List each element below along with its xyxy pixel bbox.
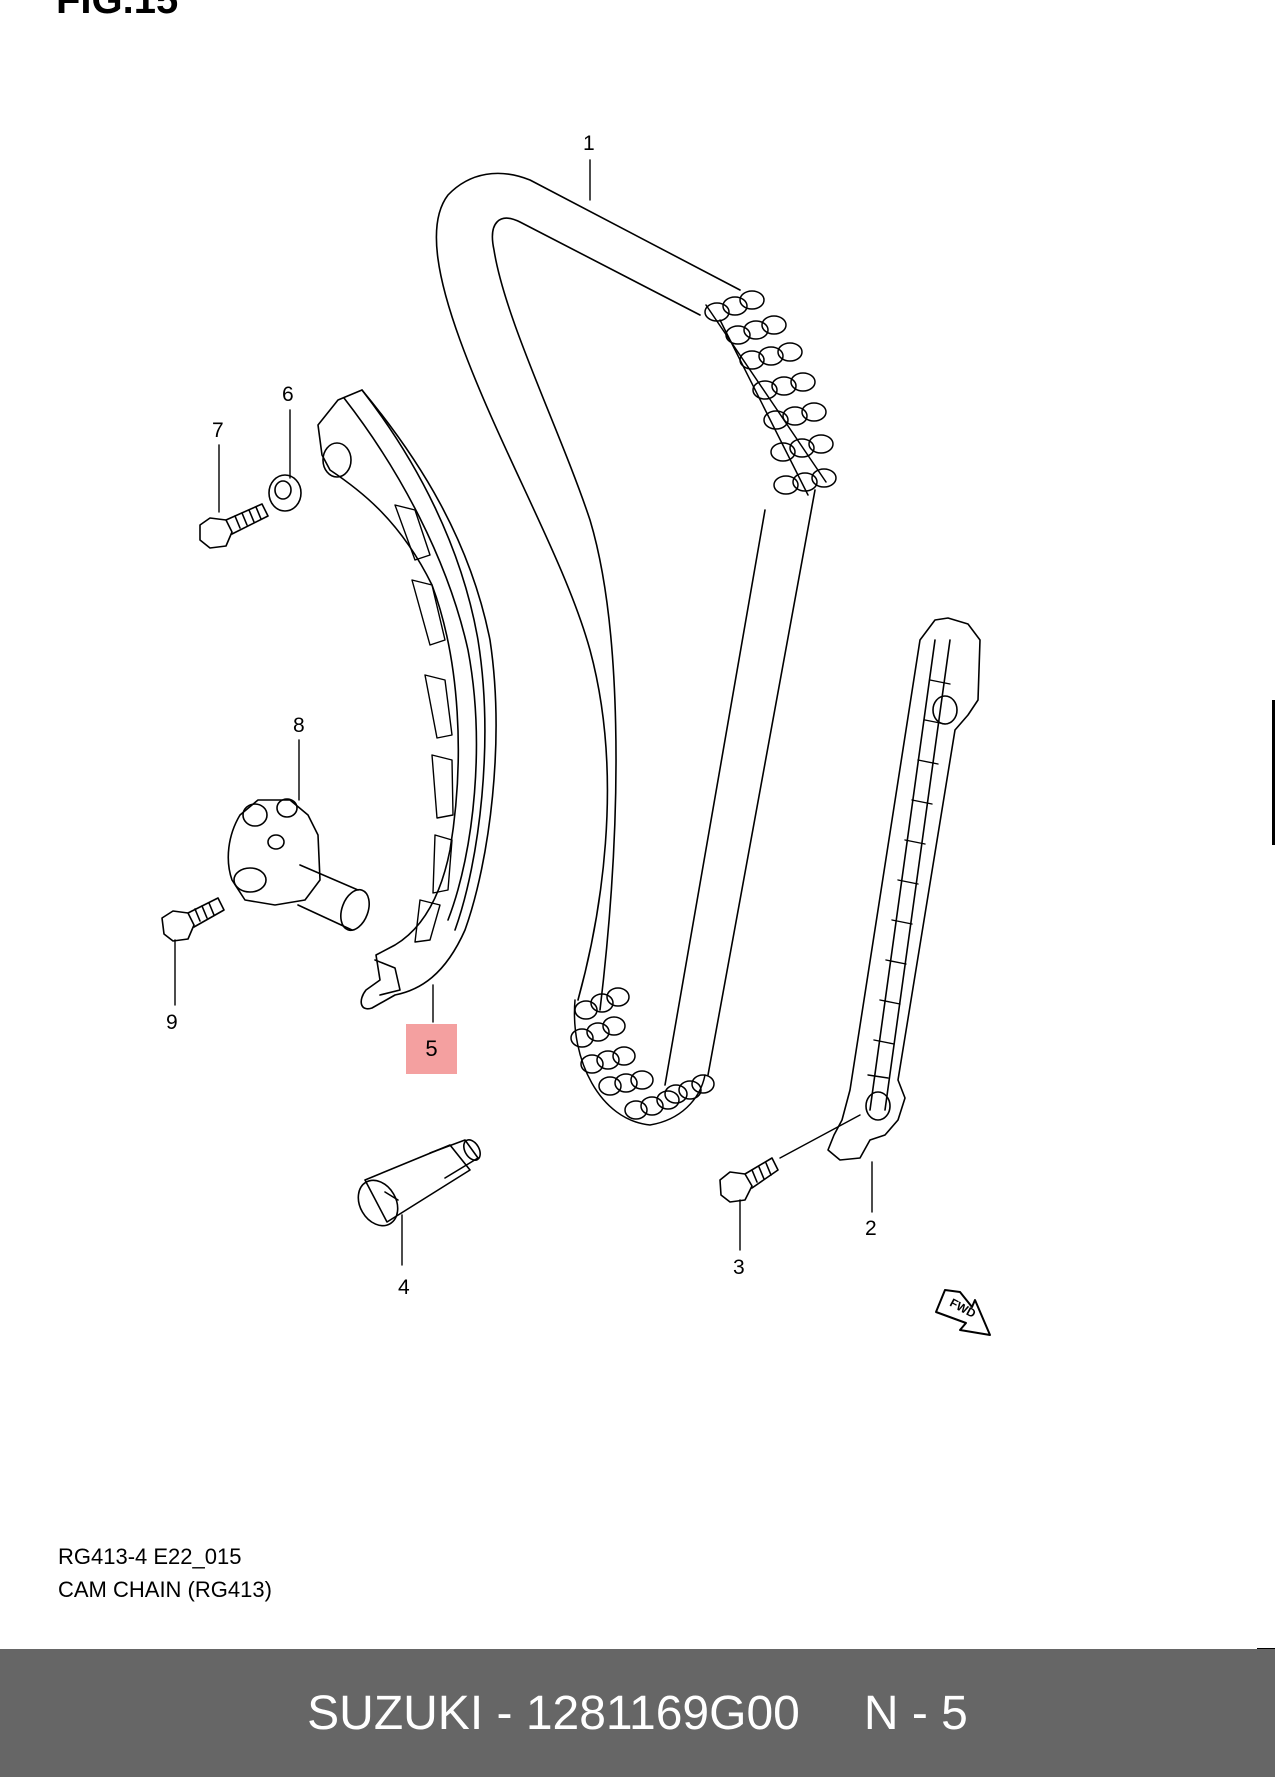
callout-9: 9 [166, 1011, 178, 1034]
exploded-parts-diagram: FWD 1 2 3 4 6 7 8 9 [161, 132, 991, 1336]
bolt-7 [199, 503, 269, 549]
callout-7: 7 [212, 419, 224, 442]
callout-labels: 1 2 3 4 6 7 8 9 [166, 132, 877, 1299]
bolt-9 [161, 897, 225, 942]
tensioner-shoe [317, 389, 497, 1010]
part-number-footer: SUZUKI - 1281169G00 N - 5 [0, 1649, 1275, 1777]
edge-marker [1272, 700, 1275, 845]
highlighted-part-box [406, 1024, 457, 1074]
callout-2: 2 [865, 1217, 877, 1240]
tensioner-adjuster [227, 798, 370, 932]
callout-5-highlighted[interactable]: 5 [425, 1036, 438, 1061]
dowel-pin [357, 1139, 481, 1227]
footer-reference: N - 5 [863, 1686, 968, 1740]
diagram-name: CAM CHAIN (RG413) [58, 1577, 272, 1602]
diagram-code: RG413-4 E22_015 [58, 1544, 242, 1569]
leader-lines [174, 159, 873, 1266]
figure-title: FIG.15 [56, 0, 179, 22]
callout-8: 8 [293, 714, 305, 737]
fwd-arrow-icon: FWD [935, 1289, 991, 1336]
washer [268, 474, 302, 512]
cam-chain [435, 172, 837, 1126]
footer-part-number: SUZUKI - 1281169G00 [307, 1686, 800, 1740]
callout-3: 3 [733, 1256, 745, 1279]
callout-1: 1 [583, 132, 595, 155]
bolt-3 [719, 1157, 779, 1203]
callout-4: 4 [398, 1276, 410, 1299]
callout-6: 6 [282, 383, 294, 406]
chain-guide [827, 617, 981, 1161]
